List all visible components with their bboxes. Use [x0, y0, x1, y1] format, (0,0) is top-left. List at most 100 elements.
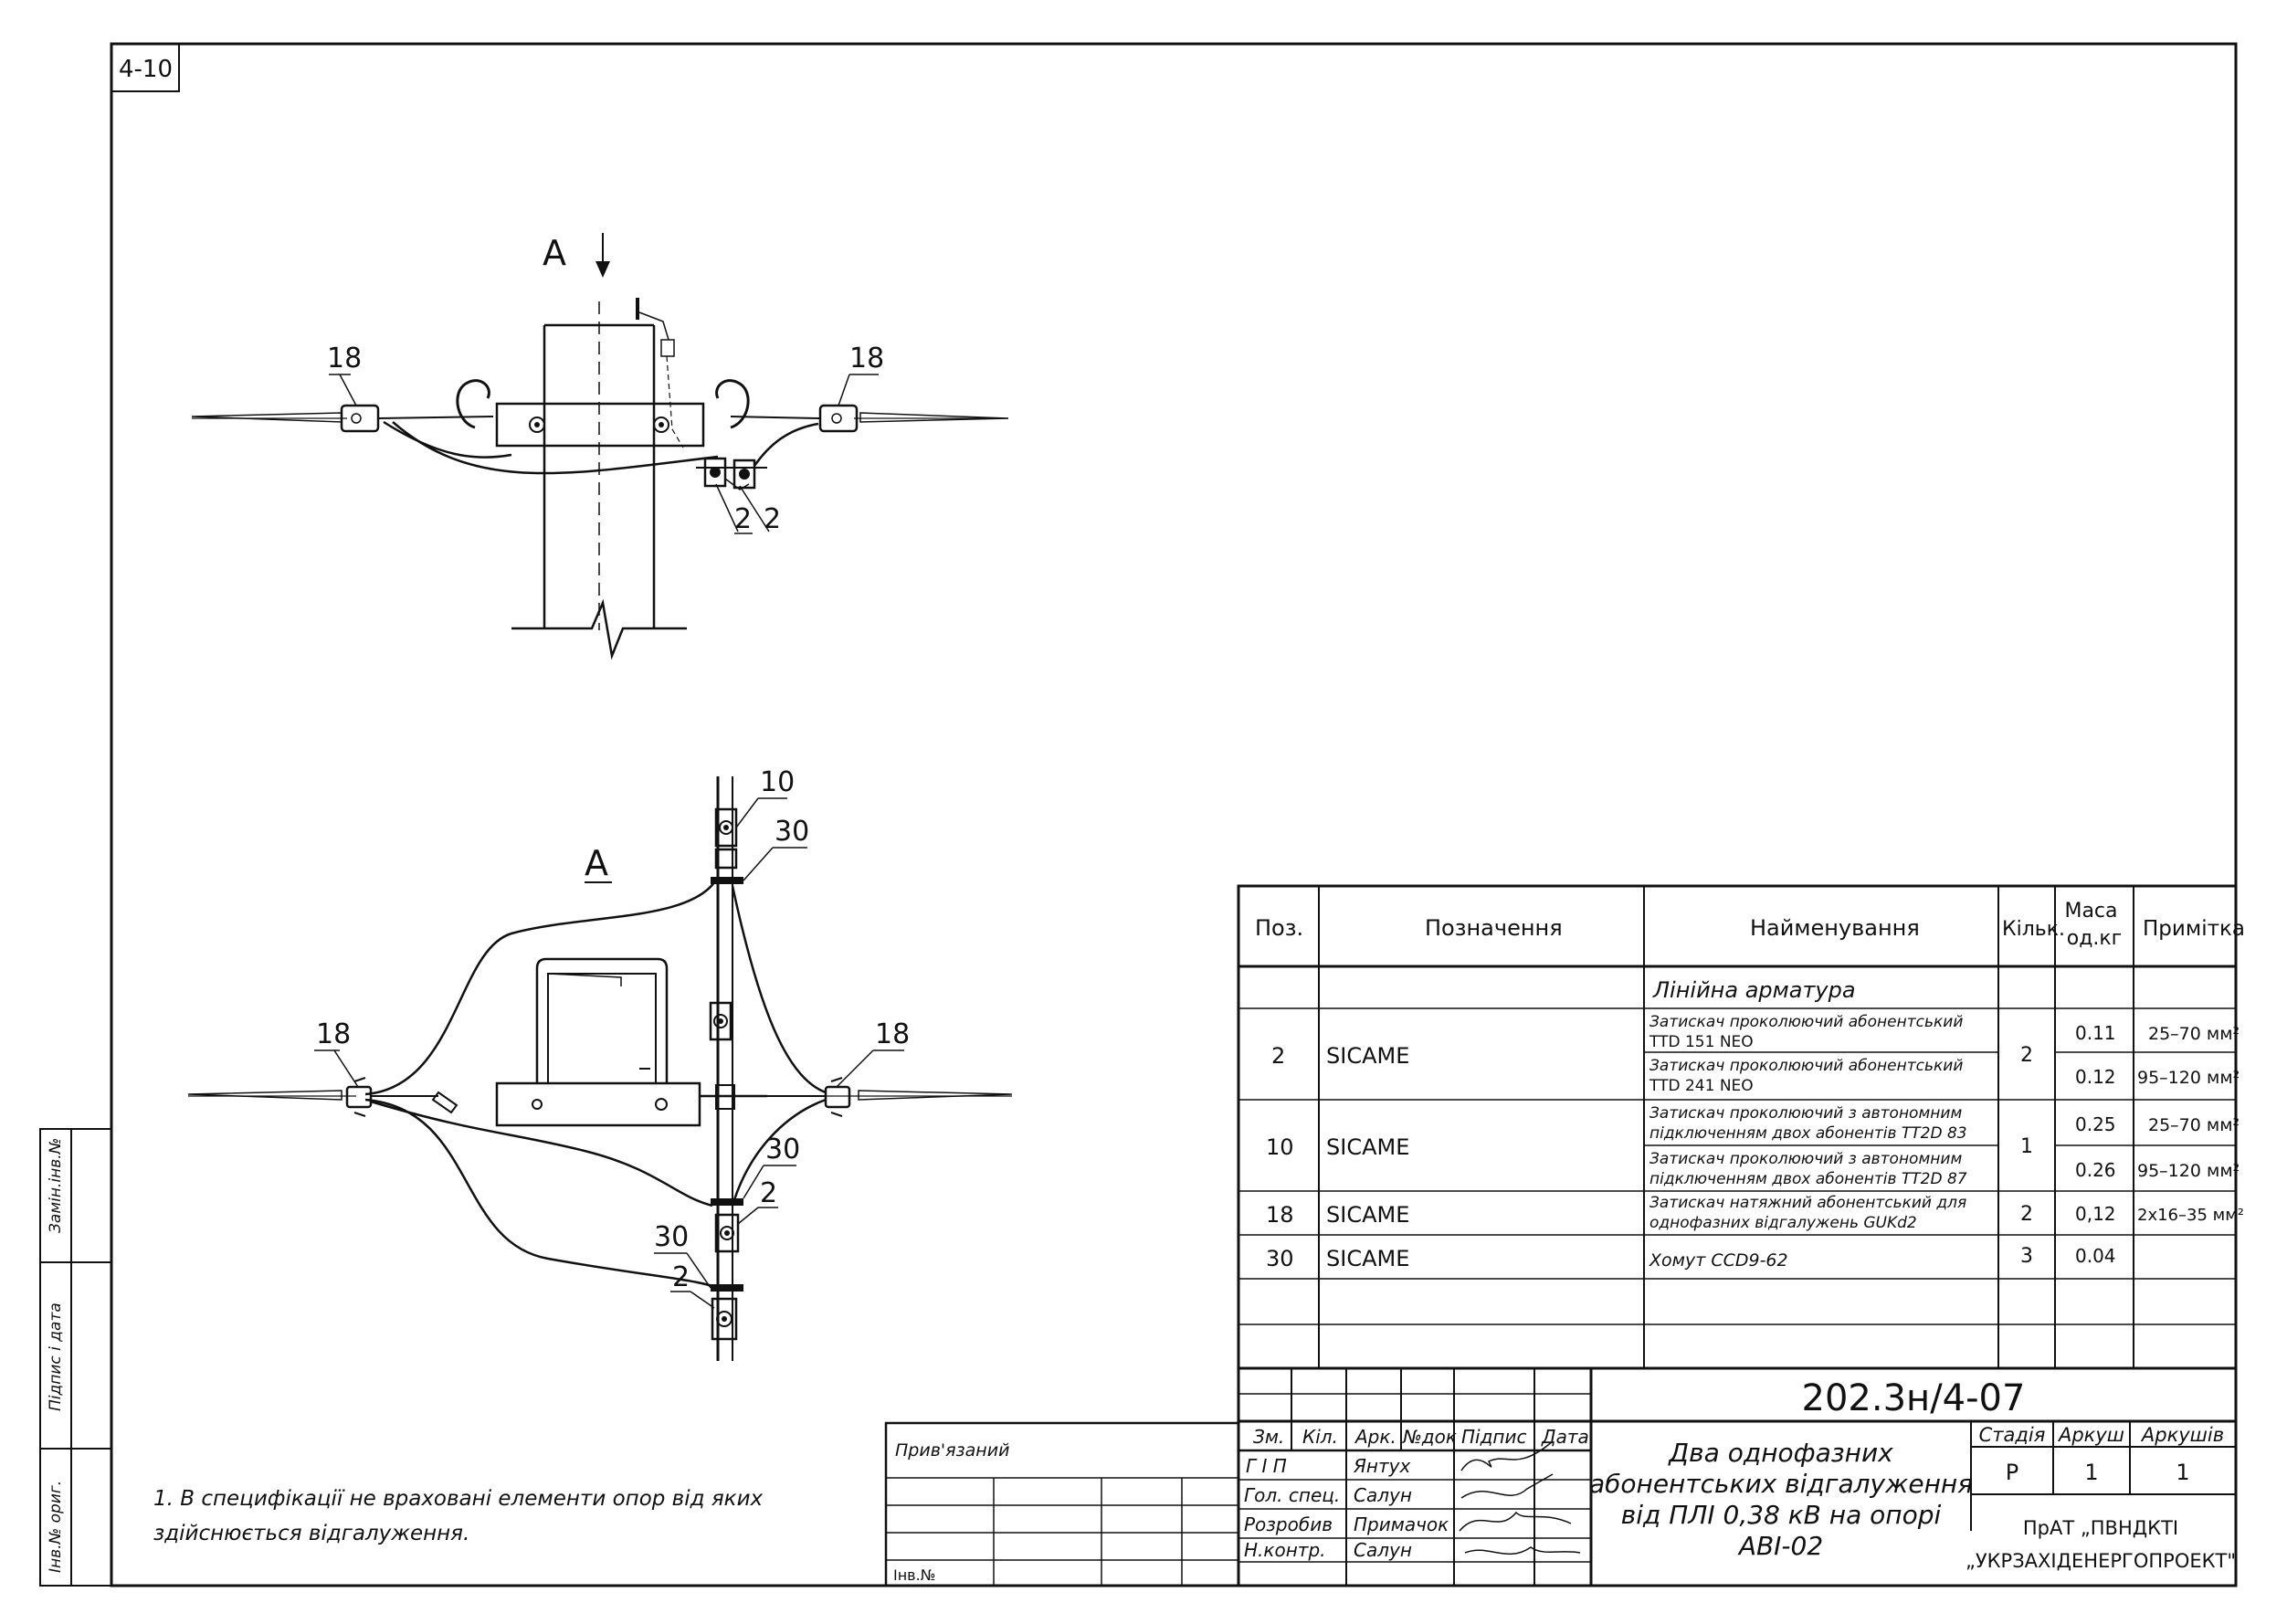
linked-inv-label: Інв.№ [893, 1566, 935, 1584]
section-title: Лінійна арматура [1652, 977, 1856, 1003]
row-2b-mass: 0.12 [2075, 1066, 2116, 1088]
staff-1-role: Гол. спец. [1244, 1484, 1340, 1506]
row-2a-note: 25–70 мм² [2148, 1024, 2240, 1044]
callout-2-mid: 2 [760, 1177, 777, 1209]
doc-number: 202.3н/4-07 [1802, 1377, 2026, 1419]
row-2b-name1: Затискач проколюючий абонентський [1649, 1057, 1963, 1075]
callout-top-2b: 2 [764, 503, 781, 535]
callout-top-2a: 2 [734, 503, 752, 535]
side-stamp: Замін.інв.№ Підпис і дата Інв.№ ориг. [39, 1128, 112, 1587]
th-note: Примітка [2143, 917, 2245, 941]
callout-bottom-18-right: 18 [875, 1018, 910, 1050]
row-10b-name1: Затискач проколюючий з автономним [1649, 1150, 1962, 1168]
clamp-18-left-plan [345, 1085, 373, 1109]
col-ndok: №док [1402, 1426, 1457, 1448]
staff-3-role: Н.контр. [1244, 1539, 1326, 1561]
clamp-2-mid [714, 1213, 740, 1253]
title-line-1: Два однофазних [1667, 1438, 1893, 1468]
col-ark: Арк. [1354, 1426, 1396, 1448]
sheet-frame [110, 42, 2238, 1587]
piercing-clamps-2 [696, 457, 767, 490]
row-10a-name1: Затискач проколюючий з автономним [1649, 1104, 1962, 1123]
row-18-name1: Затискач натяжний абонентський для [1649, 1194, 1966, 1212]
clamp-2-low [711, 1297, 738, 1341]
title-block: Зм. Кіл. Арк. №док Підпис Дата Г І П Янт… [1237, 1366, 2238, 1587]
signature-marks [1459, 1440, 1581, 1555]
th-mass-l1: Маса [2064, 900, 2117, 923]
spec-row-18: 18 SICAME Затискач натяжний абонентський… [1266, 1194, 2244, 1232]
row-18-pos: 18 [1266, 1202, 1294, 1228]
staff-2-name: Примачок [1354, 1513, 1449, 1535]
row-30-mass: 0.04 [2075, 1245, 2116, 1267]
row-18-note: 2х16–35 мм² [2137, 1206, 2244, 1225]
col-kil: Кіл. [1302, 1426, 1338, 1448]
sheet-label: Аркуш [2057, 1424, 2124, 1446]
stage-value: Р [2006, 1460, 2018, 1485]
callout-top-18-right: 18 [849, 343, 884, 374]
callout-top-18-left: 18 [327, 343, 362, 374]
stage-label: Стадія [1979, 1424, 2046, 1446]
linked-block: Прив'язаний Інв.№ [884, 1421, 1240, 1587]
side-stamp-zam: Замін.інв.№ [47, 1138, 65, 1233]
row-10-designation: SICAME [1326, 1134, 1409, 1160]
th-qty: Кільк. [2002, 918, 2065, 941]
callout-30-mid: 30 [765, 1134, 800, 1165]
org-line-2: „УКРЗАХІДЕНЕРГОПРОЕКТ" [1966, 1550, 2236, 1572]
view-a-arrow-label: A [543, 233, 566, 273]
callout-bottom-18-left: 18 [316, 1018, 351, 1050]
note-line-2: здійснюється відгалуження. [153, 1522, 469, 1545]
view-a-label: A [585, 843, 608, 883]
callout-30-top: 30 [775, 816, 809, 848]
sheet-value: 1 [2084, 1460, 2098, 1485]
row-10b-note: 95–120 мм² [2137, 1161, 2240, 1181]
row-10-qty: 1 [2020, 1135, 2033, 1158]
row-2a-name1: Затискач проколюючий абонентський [1649, 1013, 1963, 1031]
sheet-code: 4-10 [119, 56, 173, 83]
row-10b-mass: 0.26 [2075, 1159, 2116, 1181]
clamp-18-right [818, 404, 859, 433]
row-30-qty: 3 [2020, 1245, 2033, 1268]
linked-label: Прив'язаний [895, 1440, 1009, 1461]
row-18-name2: однофазних відгалужень GUKd2 [1649, 1214, 1917, 1232]
row-10a-note: 25–70 мм² [2148, 1115, 2240, 1135]
spec-table: Поз. Позначення Найменування Кільк. Маса… [1237, 884, 2245, 1370]
th-name: Найменування [1750, 915, 1920, 941]
spec-row-2: 2 SICAME Затискач проколюючий абонентськ… [1271, 1013, 2240, 1095]
sheets-label: Аркушів [2140, 1424, 2224, 1446]
staff-3-name: Салун [1354, 1539, 1412, 1561]
callout-30-low: 30 [654, 1221, 689, 1253]
row-2a-mass: 0.11 [2075, 1022, 2116, 1044]
row-2-designation: SICAME [1326, 1043, 1409, 1069]
row-2b-name2: TTD 241 NEO [1649, 1077, 1754, 1095]
row-18-mass: 0,12 [2075, 1203, 2116, 1225]
row-18-qty: 2 [2020, 1203, 2033, 1226]
clamp-18-right-plan [824, 1085, 851, 1109]
title-line-4: АВІ-02 [1737, 1531, 1823, 1561]
th-designation: Позначення [1425, 915, 1563, 941]
row-10-pos: 10 [1266, 1134, 1294, 1160]
org-line-1: ПрАТ „ПВНДКТІ [2023, 1517, 2178, 1539]
row-10b-name2: підключенням двох абонентів TT2D 87 [1649, 1170, 1967, 1188]
view-a-plan: A [187, 766, 1013, 1361]
row-30-pos: 30 [1266, 1246, 1294, 1271]
side-stamp-inv: Інв.№ ориг. [47, 1481, 65, 1573]
th-pos: Поз. [1255, 915, 1303, 941]
row-30-designation: SICAME [1326, 1246, 1409, 1271]
note-line-1: 1. В специфікації не враховані елементи … [153, 1487, 764, 1511]
row-2a-name2: TTD 151 NEO [1649, 1033, 1754, 1051]
staff-1-name: Салун [1354, 1484, 1412, 1506]
strap-30-low [711, 1284, 743, 1292]
title-line-3: від ПЛІ 0,38 кВ на опорі [1621, 1500, 1942, 1530]
th-mass-l2: од.кг [2067, 927, 2123, 950]
row-10a-name2: підключенням двох абонентів TT2D 83 [1649, 1124, 1967, 1143]
title-line-2: абонентських відгалуження [1589, 1469, 1973, 1499]
staff-2-role: Розробив [1244, 1513, 1333, 1535]
callout-10: 10 [760, 766, 795, 798]
callout-2-low: 2 [672, 1261, 690, 1293]
strap-30-mid [711, 1198, 743, 1206]
sheet-code-box [111, 43, 180, 92]
side-stamp-pidpys: Підпис і дата [47, 1302, 65, 1411]
row-10a-mass: 0.25 [2075, 1113, 2116, 1135]
row-2b-note: 95–120 мм² [2137, 1068, 2240, 1088]
